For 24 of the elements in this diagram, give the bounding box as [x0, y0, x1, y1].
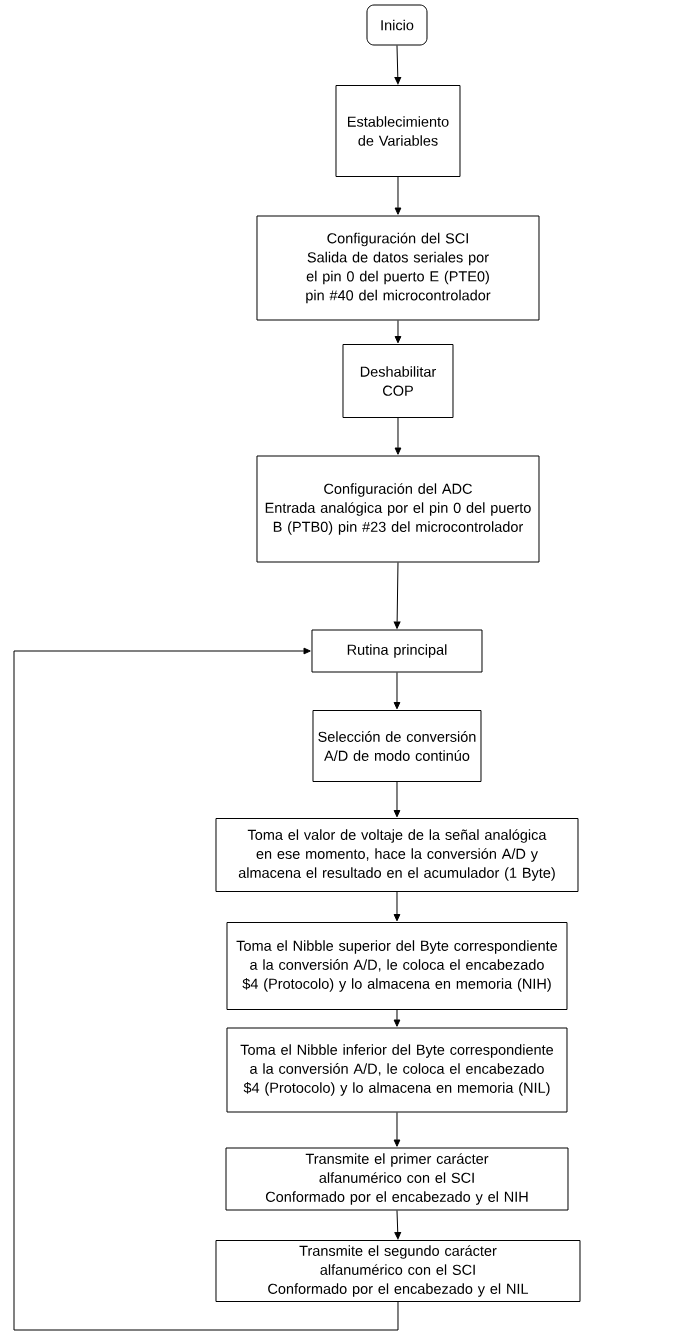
arrow [13, 647, 399, 1331]
process-box: Transmite el primer carácter alfanumérico con el SCI Conformado por el encabezado y el NIH [225, 1147, 569, 1211]
arrow [394, 1210, 402, 1240]
process-box: Rutina principal [311, 629, 483, 673]
process-box: Toma el Nibble inferior del Byte correspondiente a la conversión A/D, le coloca el encabezado $4 (Protocolo) y lo almacena en memoria (NIL) [226, 1027, 568, 1113]
arrow [394, 176, 402, 215]
arrow [394, 320, 402, 344]
process-box: Establecimiento de Variables [335, 85, 461, 177]
arrow [393, 562, 401, 629]
process-box: Configuración del ADC Entrada analógica por el pin 0 del puerto B (PTB0) pin #23 del microcontrolador [256, 455, 540, 563]
arrow [393, 672, 401, 710]
arrow [393, 1009, 401, 1027]
process-box: Toma el valor de voltaje de la señal analógica en ese momento, hace la conversión A/D y almacena el resultado en el acumulador (1 Byte) [215, 818, 579, 892]
arrow [394, 417, 402, 455]
process-box: Deshabilitar COP [342, 344, 454, 418]
start-box: Inicio [366, 4, 428, 46]
process-box: Transmite el segundo carácter alfanumérico con el SCI Conformado por el encabezado y el NIL [215, 1240, 581, 1302]
process-box: Selección de conversión A/D de modo continúo [312, 710, 482, 782]
arrow [393, 781, 401, 818]
arrow [393, 1112, 401, 1147]
arrow [393, 891, 401, 922]
process-box: Configuración del SCI Salida de datos seriales por el pin 0 del puerto E (PTE0) pin #40 del microcontrolador [256, 215, 540, 321]
arrow [394, 45, 402, 85]
process-box: Toma el Nibble superior del Byte correspondiente a la conversión A/D, le coloca el encabezado $4 (Protocolo) y lo almacena en memoria (NIH) [226, 922, 568, 1010]
